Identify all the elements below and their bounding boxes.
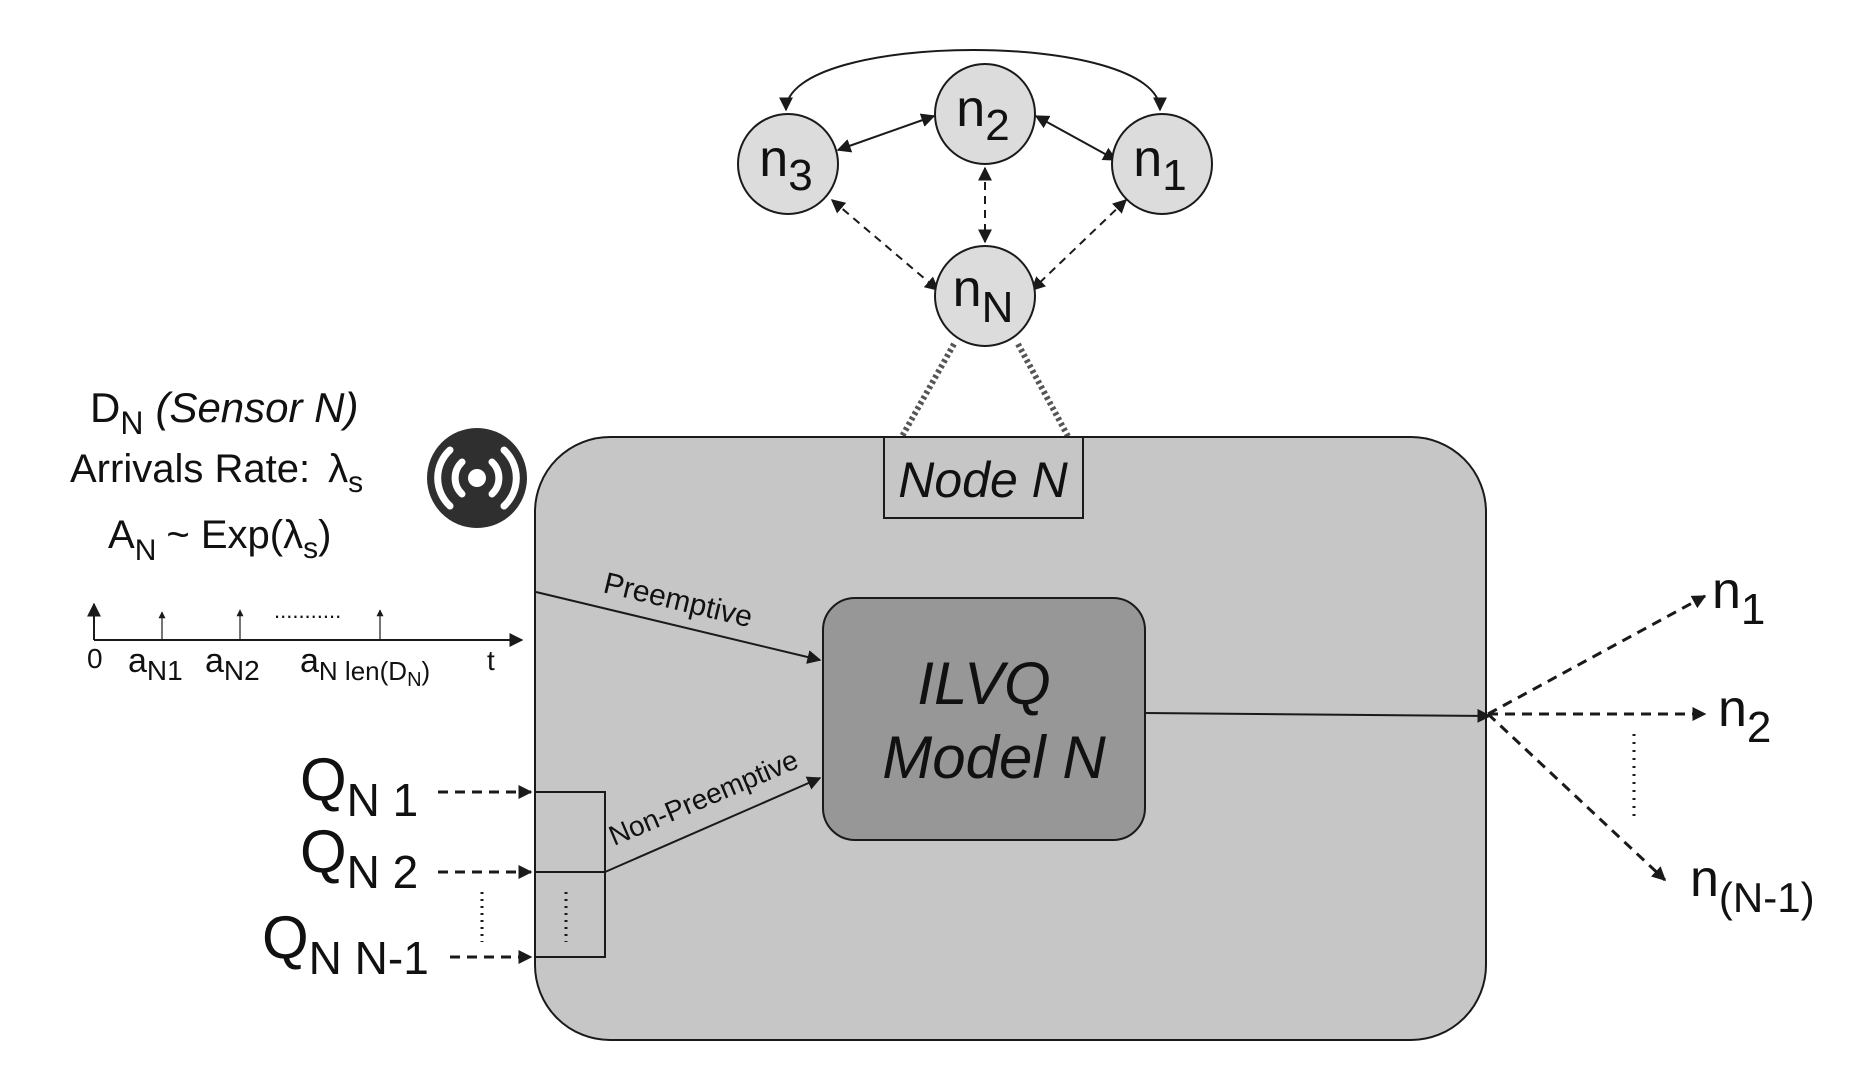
timeline-axis-label: t: [487, 645, 495, 676]
edge-n2-n1: [1034, 115, 1118, 161]
model-title-line1: ILVQ: [917, 650, 1050, 717]
queue-label-1: QN 1: [300, 746, 418, 826]
node-n1: n1: [1111, 113, 1213, 215]
link-nN-node-right: [1015, 342, 1073, 442]
sensor-title: DN(Sensor N): [90, 384, 359, 441]
queue-label-2: QN 2: [300, 818, 418, 898]
non-preemptive-edge: [604, 776, 822, 873]
timeline-origin-label: 0: [87, 643, 103, 674]
svg-text:n2: n2: [956, 80, 1009, 150]
queue-label-3: QN N-1: [262, 904, 429, 984]
model-title-line2: Model N: [882, 724, 1106, 791]
edge-n3-n2: [836, 113, 936, 153]
node-label: Node N: [898, 452, 1068, 508]
node-nN: nN: [934, 245, 1036, 347]
timeline-tick-label-2: aN2: [205, 642, 260, 686]
output-label-n1: n1: [1712, 562, 1765, 634]
edge-n1-nN: [1030, 199, 1128, 291]
arrival-timeline: ........... 0 t aN1 aN2 aN len(DN): [87, 598, 524, 691]
sensor-distribution: AN~ Exp(λs): [108, 513, 331, 567]
timeline-tick-label-n: aN len(DN): [300, 642, 430, 691]
output-fanout: n1 n2 n(N-1): [1486, 562, 1815, 921]
output-edge-n1: [1487, 594, 1707, 716]
sensor-rate: Arrivals Rate:λs: [70, 447, 363, 499]
timeline-tick-label-1: aN1: [128, 642, 183, 686]
svg-text:n1: n1: [1133, 130, 1186, 200]
edge-n3-nN: [830, 199, 940, 291]
preemptive-edge: [535, 591, 822, 664]
edge-n3-n1: [779, 49, 1167, 112]
output-edge-nN-1: [1486, 712, 1667, 882]
svg-text:nN: nN: [953, 260, 1014, 332]
output-label-n2: n2: [1718, 680, 1771, 752]
link-nN-node-left: [897, 342, 957, 442]
queue-box: [534, 791, 606, 958]
node-label-box: Node N: [883, 436, 1084, 519]
timeline-dots: ...........: [274, 598, 341, 623]
queue-inputs: QN 1 QN 2 QN N-1: [262, 746, 533, 984]
peer-network: n3 n2 n1 nN: [737, 49, 1213, 442]
model-output-edge: [1144, 708, 1492, 723]
wireless-broadcast-icon: [427, 428, 527, 528]
node-n2: n2: [934, 63, 1036, 165]
output-label-nN-1: n(N-1): [1690, 850, 1815, 921]
ilvq-model-box: ILVQ Model N: [822, 597, 1146, 841]
sensor-description: DN(Sensor N) Arrivals Rate:λs AN~ Exp(λs…: [70, 384, 363, 567]
svg-text:n3: n3: [759, 130, 812, 200]
node-n3: n3: [737, 113, 839, 215]
